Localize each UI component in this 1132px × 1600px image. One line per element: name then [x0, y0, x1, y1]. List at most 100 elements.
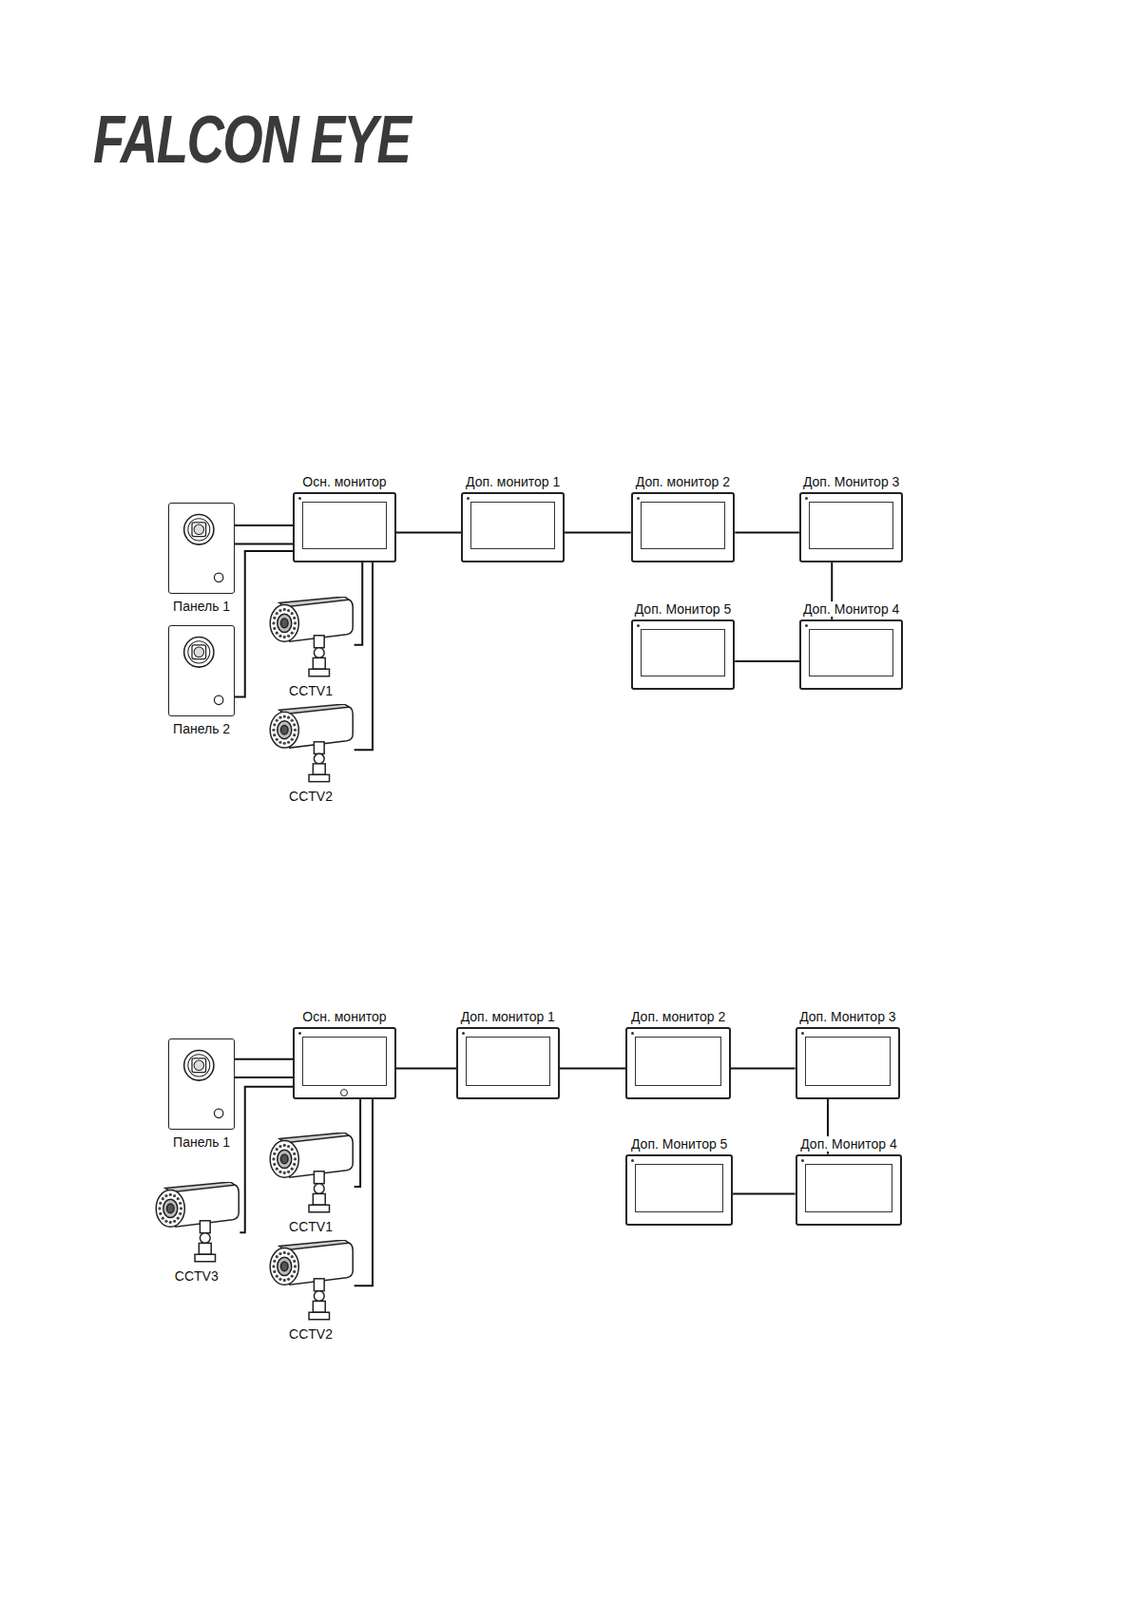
indicator-dot [298, 497, 302, 500]
monitor-frame [292, 492, 396, 563]
bracket-stem [313, 1193, 327, 1206]
lens-front [270, 605, 300, 643]
ir-led [273, 723, 277, 727]
cable-line [732, 1193, 796, 1196]
monitor-screen [302, 1036, 386, 1086]
ir-led [275, 1168, 279, 1171]
ir-led [279, 609, 283, 613]
indicator-dot [801, 1032, 805, 1036]
cctv-camera-figure [267, 596, 354, 679]
ir-led [275, 738, 279, 742]
ir-led [293, 1157, 297, 1161]
ir-led [287, 634, 290, 638]
camera-frame [153, 1182, 240, 1265]
ir-led [290, 632, 294, 635]
device-label: Осн. монитор [300, 474, 388, 490]
ir-led [292, 627, 296, 631]
lens-glass [277, 1150, 292, 1169]
ir-led [292, 616, 296, 620]
bracket-ball [314, 753, 326, 764]
call-button [214, 695, 224, 705]
ir-led [292, 1270, 296, 1274]
ir-led [287, 1170, 290, 1174]
ir-led [157, 1207, 161, 1210]
ir-led [290, 1255, 294, 1259]
panel-housing [168, 625, 235, 717]
ir-led [287, 741, 290, 745]
monitor-screen [465, 1036, 550, 1086]
brand-logo: FALCON EYE [93, 106, 410, 173]
lens-front [270, 711, 300, 749]
indicator-dot [636, 624, 640, 628]
device-label: Панель 1 [171, 1134, 232, 1151]
monitor-screen [808, 501, 895, 550]
indicator-dot [805, 624, 808, 628]
device-label: Доп. Монитор 5 [629, 1136, 730, 1152]
device-label: CCTV1 [287, 1219, 335, 1235]
cable-line [559, 1067, 627, 1070]
camera-lens [193, 647, 204, 658]
monitor-unit: Доп. Монитор 3 [799, 474, 904, 563]
panel-housing [168, 502, 235, 595]
lens-front [270, 1141, 300, 1179]
monitor-frame [625, 1154, 733, 1227]
ir-led [283, 742, 287, 746]
ir-led [275, 1255, 279, 1259]
call-panel: Панель 2 [168, 625, 235, 737]
call-panel: Панель 1 [168, 502, 235, 614]
cable-line [239, 1087, 293, 1234]
ir-led [290, 612, 294, 615]
camera-body-group [270, 704, 354, 783]
ir-led [178, 1211, 182, 1215]
monitor-frame [631, 619, 736, 691]
bracket-arm [314, 1171, 326, 1185]
cable-line [734, 532, 800, 535]
ir-led [283, 1251, 287, 1255]
cable-line [396, 532, 462, 535]
monitor-unit: Осн. монитор [292, 474, 396, 563]
camera-lens-frame [191, 1058, 207, 1074]
lens-front [155, 1189, 185, 1228]
indicator-dot [461, 1032, 465, 1036]
ir-led [279, 1278, 283, 1282]
ir-led [290, 738, 294, 742]
monitor-unit: Доп. Монитор 4 [799, 601, 904, 691]
camera-lens-frame [191, 645, 207, 660]
cctv-camera-figure [153, 1182, 240, 1265]
cctv-camera: CCTV1 [267, 1132, 354, 1235]
ir-led [169, 1220, 173, 1224]
ir-led [283, 1144, 287, 1148]
ir-led [158, 1211, 162, 1215]
lens-glass [277, 1257, 292, 1276]
ir-led [275, 632, 279, 635]
camera-ring [188, 518, 211, 541]
ir-led [283, 608, 287, 612]
ir-led [292, 1260, 296, 1264]
ir-led [169, 1192, 173, 1196]
monitor-screen [302, 501, 386, 550]
bracket-base [308, 1205, 329, 1213]
camera-ring [184, 515, 214, 546]
indicator-dot [636, 497, 640, 500]
ir-led [164, 1194, 168, 1198]
monitor-unit: Доп. монитор 1 [460, 474, 564, 563]
camera-frame [267, 1132, 354, 1215]
cable-line [234, 551, 293, 698]
device-label: Осн. монитор [300, 1009, 388, 1025]
ir-led [292, 1163, 296, 1167]
camera-ring [184, 1051, 214, 1082]
camera-frame [267, 1240, 354, 1323]
device-label: Доп. Монитор 4 [801, 601, 902, 617]
ir-led [287, 1252, 290, 1256]
lens-glass [277, 721, 292, 740]
cable-line [354, 562, 364, 646]
indicator-dot [631, 1159, 634, 1163]
lens-center [281, 726, 289, 735]
bracket-ball [314, 648, 326, 659]
ir-led [279, 1170, 283, 1174]
bracket-stem [313, 1301, 327, 1313]
call-button [214, 1109, 224, 1118]
lens-glass [163, 1199, 178, 1218]
indicator-dot [466, 497, 470, 500]
